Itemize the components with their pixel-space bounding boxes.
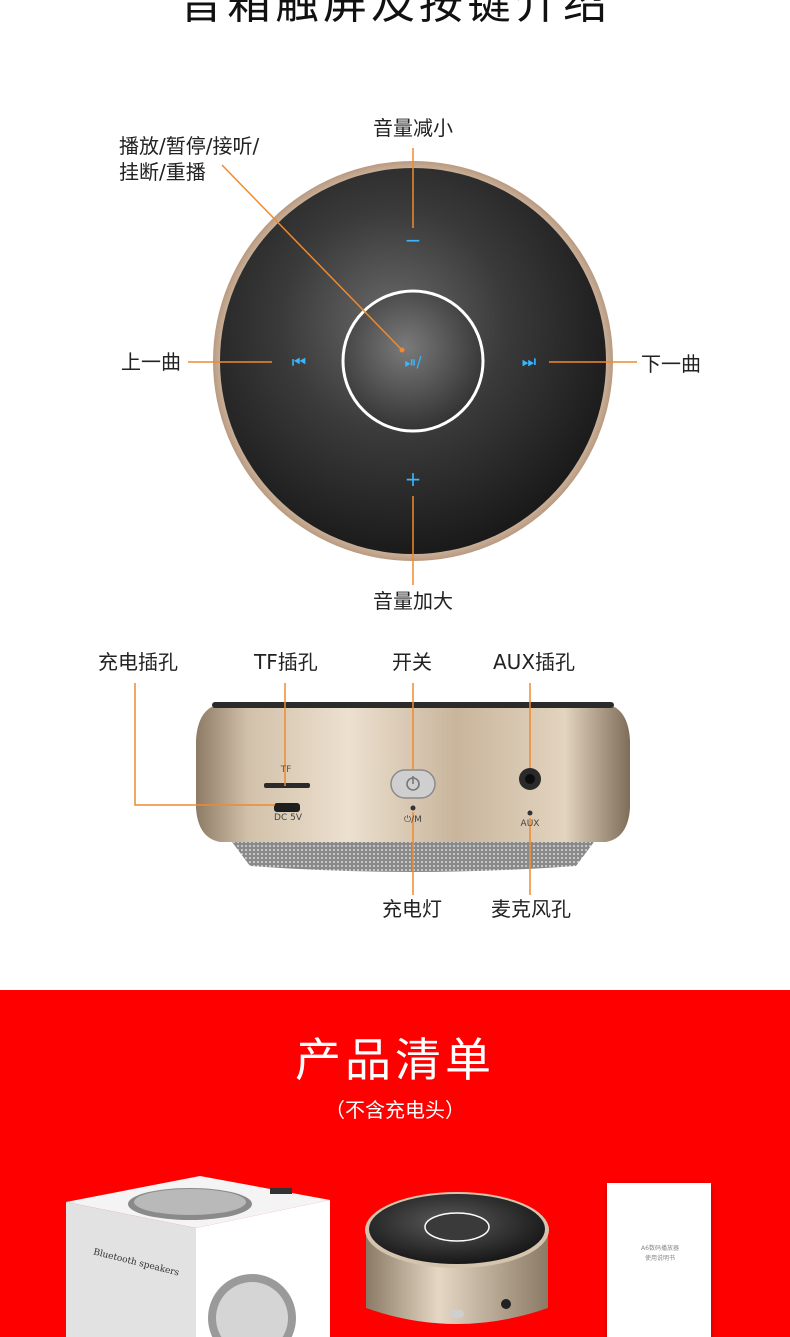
marking-power: ⏻/M: [404, 815, 422, 825]
speaker-diagram: [134, 148, 637, 895]
play-pause-touch-key[interactable]: ⏯/: [404, 353, 422, 371]
touch-section-title: 音箱触屏及按键介绍: [179, 0, 611, 29]
label-microphone-hole: 麦克风孔: [491, 897, 571, 921]
play-pointer-dot: [399, 347, 405, 353]
tf-card-slot: [264, 783, 310, 788]
manual-subtitle: 使用说明书: [644, 1255, 675, 1262]
speaker-top-view: [213, 161, 613, 561]
port-leader-lines: [134, 683, 531, 895]
label-charge-port: 充电插孔: [98, 650, 178, 674]
label-next-track: 下一曲: [641, 352, 701, 376]
next-track-touch-key[interactable]: ⏭: [521, 352, 537, 371]
dc-charge-port: [274, 803, 300, 812]
label-play-pause-line1: 播放/暂停/接听/: [119, 134, 260, 158]
touch-leader-lines: [188, 148, 637, 585]
volume-up-touch-key[interactable]: +: [404, 467, 422, 491]
charge-indicator-light: [410, 805, 416, 811]
volume-down-touch-key[interactable]: −: [404, 228, 422, 252]
product-speaker: [365, 1192, 549, 1324]
label-charge-light: 充电灯: [382, 897, 442, 921]
label-previous-track: 上一曲: [121, 350, 181, 374]
label-power-switch: 开关: [392, 650, 432, 674]
user-manual: A6数码播放器 使用说明书: [607, 1183, 711, 1337]
label-volume-down: 音量减小: [373, 116, 453, 140]
package-list-subtitle: （不含充电头）: [325, 1098, 465, 1122]
manual-title: A6数码播放器: [641, 1245, 679, 1252]
package-items-illustration: [66, 1176, 549, 1337]
marking-tf: TF: [280, 765, 292, 775]
product-gift-box: [66, 1176, 330, 1337]
marking-dc: DC 5V: [274, 813, 302, 823]
label-volume-up: 音量加大: [373, 589, 453, 613]
label-play-pause-line2: 挂断/重播: [119, 160, 206, 184]
label-aux-port: AUX插孔: [493, 650, 576, 674]
package-list-section: 产品清单 （不含充电头）: [0, 990, 790, 1337]
label-tf-port: TF插孔: [254, 650, 318, 674]
previous-track-touch-key[interactable]: ⏮: [291, 352, 307, 371]
package-list-title: 产品清单: [295, 1033, 495, 1087]
microphone-hole: [527, 810, 533, 816]
marking-aux: AUX: [520, 819, 540, 829]
